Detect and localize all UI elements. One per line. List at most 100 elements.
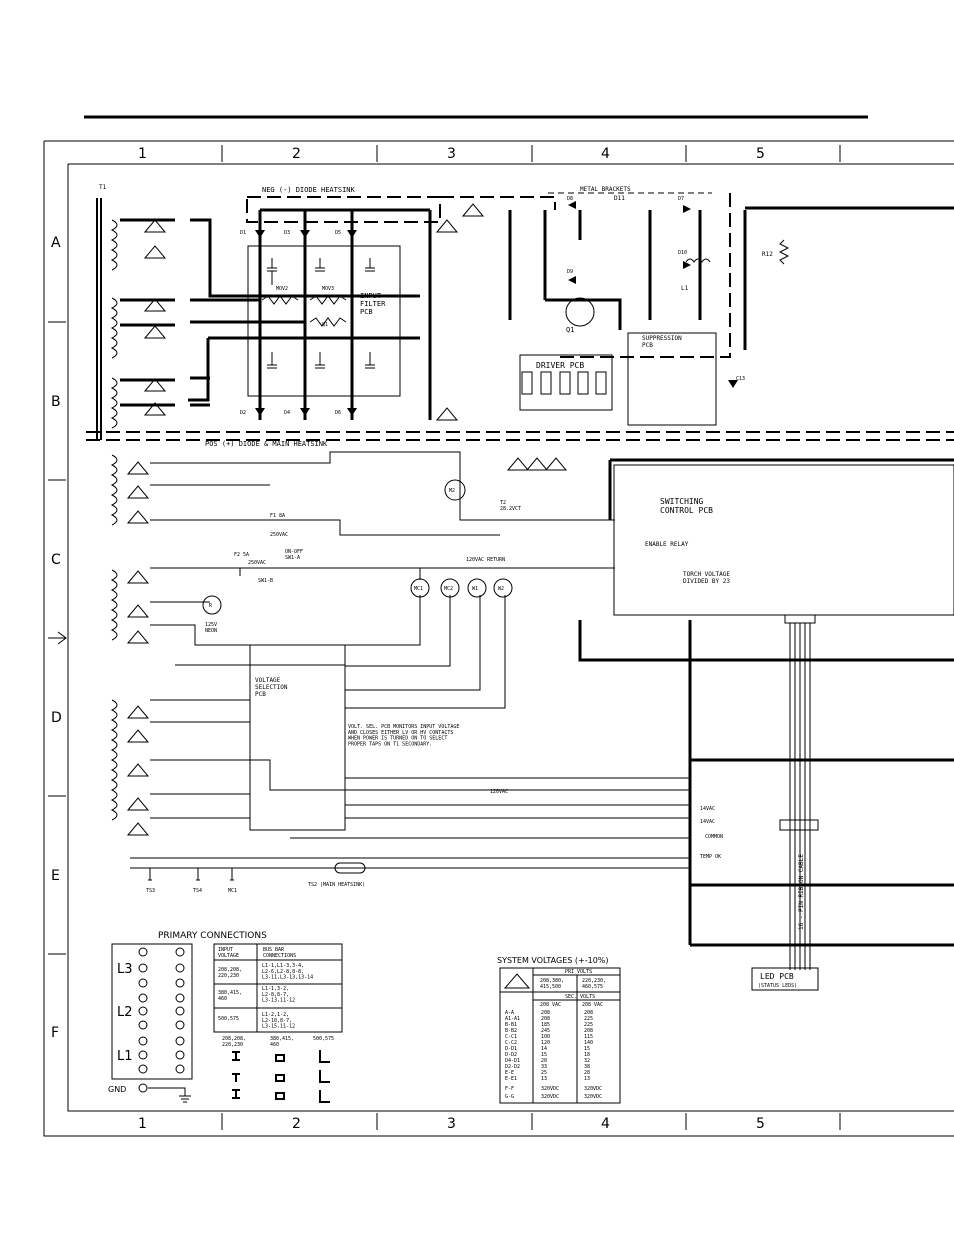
col-label: 4 xyxy=(601,146,610,162)
svg-text:13: 13 xyxy=(584,1076,590,1082)
gnd-symbol xyxy=(148,1087,191,1103)
svg-text:A1-A1: A1-A1 xyxy=(505,1016,520,1022)
temp-ok-label: TEMP OK xyxy=(700,854,721,860)
col-label: 2 xyxy=(292,1116,301,1132)
r12-resistor xyxy=(778,239,790,265)
svg-text:D10: D10 xyxy=(678,250,687,256)
svg-text:245: 245 xyxy=(541,1028,550,1034)
col-label: 3 xyxy=(447,1116,456,1132)
row-label: A xyxy=(51,235,61,251)
svg-text:320VDC: 320VDC xyxy=(541,1094,559,1100)
return-120-label: 120VAC RETURN xyxy=(466,557,505,563)
vac-120-label: 120VAC xyxy=(490,789,508,795)
driver-pcb xyxy=(519,354,613,411)
led-pcb xyxy=(751,967,819,991)
t1-transformer: T1 xyxy=(96,184,118,821)
suppression-pcb xyxy=(627,332,717,426)
svg-text:MC1: MC1 xyxy=(414,586,423,592)
driver-connectors xyxy=(521,371,607,395)
row-labels: A B C D E F xyxy=(51,235,62,1041)
svg-text:D2-D2: D2-D2 xyxy=(505,1064,520,1070)
switching-control-pcb xyxy=(613,464,954,616)
primary-labels: L3 L2 L1 xyxy=(117,962,133,1064)
col-label: 3 xyxy=(447,146,456,162)
svg-text:MC1: MC1 xyxy=(228,888,237,894)
col-label: 5 xyxy=(756,1116,765,1132)
l1-inductor xyxy=(685,258,711,263)
col-label: 4 xyxy=(601,1116,610,1132)
sysv-table xyxy=(499,967,621,1104)
svg-text:W2: W2 xyxy=(498,586,504,592)
neg-heatsink-label: NEG (-) DIODE HEATSINK xyxy=(262,186,356,194)
svg-text:208: 208 xyxy=(541,1010,550,1016)
sysv-headers: PRI VOLTS 208,380,415,500 220,230,460,57… xyxy=(540,969,606,1008)
voltage-selection-pcb xyxy=(249,644,346,831)
sheet-arrow xyxy=(52,631,67,645)
ts-labels: TS3 TS4 MC1 xyxy=(146,888,237,894)
svg-text:100: 100 xyxy=(541,1034,550,1040)
svg-text:D7: D7 xyxy=(678,196,684,202)
svg-text:15: 15 xyxy=(584,1046,590,1052)
svg-text:L1: L1 xyxy=(117,1049,133,1064)
svg-text:MC2: MC2 xyxy=(444,586,453,592)
svg-text:D9: D9 xyxy=(567,269,573,275)
svg-text:14: 14 xyxy=(541,1046,547,1052)
fan-motors xyxy=(202,479,513,615)
ribbon-label: 16 - PIN RIBBON CABLE xyxy=(798,854,805,930)
svg-text:D-D2: D-D2 xyxy=(505,1052,517,1058)
r12-label: R12 xyxy=(762,251,773,258)
svg-text:D3: D3 xyxy=(284,230,290,236)
svg-text:D6: D6 xyxy=(335,410,341,416)
row-label: C xyxy=(51,552,61,568)
right-bus xyxy=(578,458,954,947)
svg-text:L1-2,1-2,L2-10,8-7,L3-15,11-12: L1-2,1-2,L2-10,8-7,L3-15,11-12 xyxy=(262,1012,295,1030)
svg-text:320VDC: 320VDC xyxy=(584,1086,602,1092)
svg-text:W1: W1 xyxy=(472,586,478,592)
svg-text:28: 28 xyxy=(541,1058,547,1064)
inner-frame xyxy=(67,163,954,1112)
col-label: 1 xyxy=(138,146,147,162)
column-labels-bottom: 1 2 3 4 5 xyxy=(138,1116,765,1132)
svg-text:MOV3: MOV3 xyxy=(322,286,334,292)
svg-text:32: 32 xyxy=(584,1058,590,1064)
fuse1-label: F1 8A xyxy=(270,513,285,519)
svg-text:E-E1: E-E1 xyxy=(505,1076,517,1082)
svg-text:TS3: TS3 xyxy=(146,888,155,894)
t1-label: T1 xyxy=(99,184,107,191)
bus-bar-table-lines xyxy=(214,944,342,1032)
svg-text:225: 225 xyxy=(584,1016,593,1022)
heatsink-borders xyxy=(86,192,954,441)
svg-text:185: 185 xyxy=(541,1022,550,1028)
fuse2v-label: 250VAC xyxy=(248,560,266,566)
svg-text:MOV2: MOV2 xyxy=(276,286,288,292)
col-label: 1 xyxy=(138,1116,147,1132)
primary-bus xyxy=(120,206,954,420)
svg-text:C-C2: C-C2 xyxy=(505,1040,517,1046)
primary-terminal-block xyxy=(111,943,193,1080)
svg-text:28: 28 xyxy=(584,1070,590,1076)
bus-bar-table xyxy=(213,943,343,1033)
svg-text:33: 33 xyxy=(541,1064,547,1070)
svg-text:B-B1: B-B1 xyxy=(505,1022,517,1028)
svg-text:L3: L3 xyxy=(117,962,133,977)
svg-text:115: 115 xyxy=(584,1034,593,1040)
filter-caps xyxy=(267,258,375,369)
svg-text:L1-1,3-2,L2-8,8-7,L3-13,11-12: L1-1,3-2,L2-8,8-7,L3-13,11-12 xyxy=(262,986,295,1004)
outer-frame xyxy=(43,140,954,1137)
svg-text:D1: D1 xyxy=(240,230,246,236)
svg-text:13: 13 xyxy=(541,1076,547,1082)
c13-label: D11 xyxy=(614,195,625,202)
svg-text:M2: M2 xyxy=(449,488,455,494)
svg-text:208,208,220,230: 208,208,220,230 xyxy=(222,1036,246,1048)
tap-markers xyxy=(126,203,568,836)
